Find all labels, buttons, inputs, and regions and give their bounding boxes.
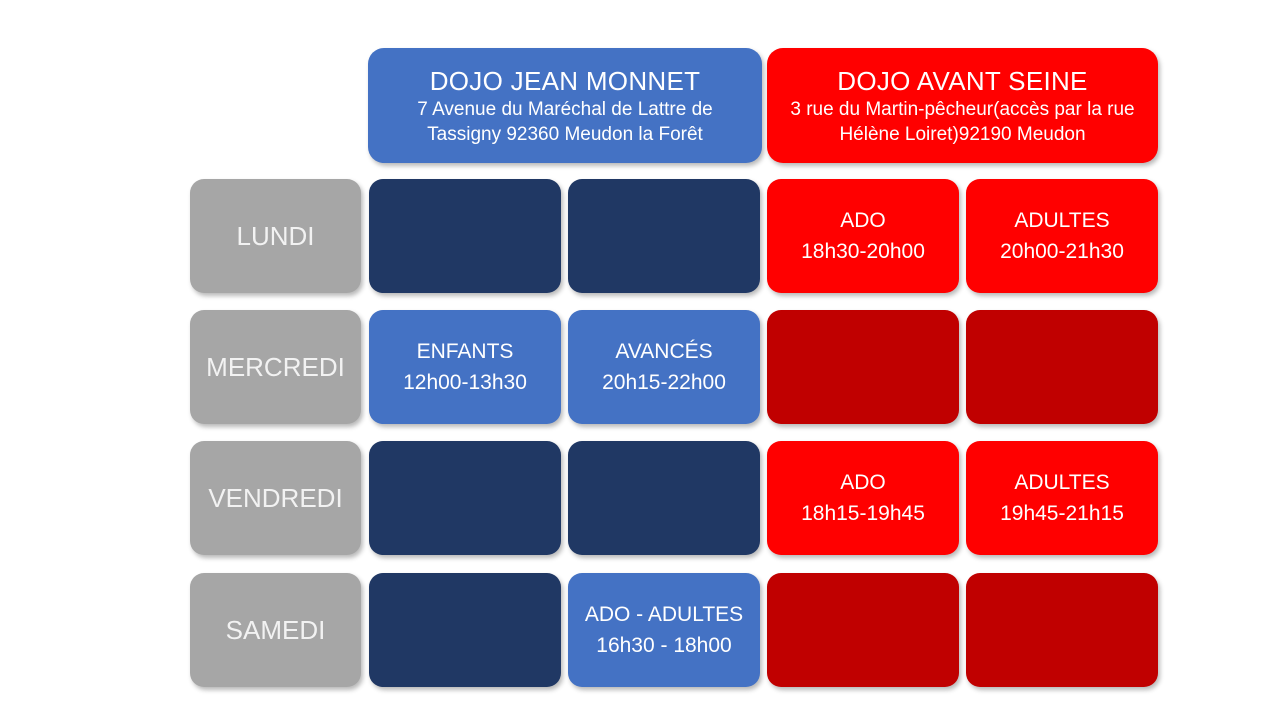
slot-samedi-jean-monnet-2: ADO - ADULTES 16h30 - 18h00 [568, 573, 760, 687]
day-samedi: SAMEDI [190, 573, 361, 687]
dojo-avant-seine-title: DOJO AVANT SEINE [837, 65, 1088, 96]
slot-lundi-jean-monnet-1 [369, 179, 561, 293]
slot-group: ADO - ADULTES [584, 603, 744, 626]
slot-time: 20h15-22h00 [602, 371, 726, 394]
slot-time: 18h30-20h00 [801, 240, 925, 263]
slot-time: 16h30 - 18h00 [596, 634, 732, 657]
day-lundi: LUNDI [190, 179, 361, 293]
slot-lundi-avant-seine-2: ADULTES 20h00-21h30 [966, 179, 1158, 293]
dojo-avant-seine-address: 3 rue du Martin-pêcheur(accès par la rue… [790, 98, 1135, 145]
slot-vendredi-avant-seine-1: ADO 18h15-19h45 [767, 441, 959, 555]
dojo-jean-monnet-title: DOJO JEAN MONNET [429, 65, 701, 96]
slot-mercredi-jean-monnet-1: ENFANTS 12h00-13h30 [369, 310, 561, 424]
slot-vendredi-jean-monnet-2 [568, 441, 760, 555]
slot-mercredi-jean-monnet-2: AVANCÉS 20h15-22h00 [568, 310, 760, 424]
dojo-jean-monnet-address: 7 Avenue du Maréchal de Lattre de Tassig… [417, 98, 713, 145]
slot-samedi-avant-seine-2 [966, 573, 1158, 687]
slot-time: 12h00-13h30 [403, 371, 527, 394]
dojo-avant-seine-header: DOJO AVANT SEINE 3 rue du Martin-pêcheur… [767, 48, 1158, 163]
slot-time: 19h45-21h15 [1000, 502, 1124, 525]
slot-lundi-avant-seine-1: ADO 18h30-20h00 [767, 179, 959, 293]
day-mercredi: MERCREDI [190, 310, 361, 424]
slot-group: AVANCÉS [615, 340, 713, 363]
slot-time: 20h00-21h30 [1000, 240, 1124, 263]
slot-group: ADULTES [1014, 209, 1110, 232]
slot-samedi-jean-monnet-1 [369, 573, 561, 687]
slot-vendredi-avant-seine-2: ADULTES 19h45-21h15 [966, 441, 1158, 555]
dojo-jean-monnet-header: DOJO JEAN MONNET 7 Avenue du Maréchal de… [368, 48, 762, 163]
day-vendredi: VENDREDI [190, 441, 361, 555]
slot-mercredi-avant-seine-1 [767, 310, 959, 424]
slot-group: ADO [840, 209, 886, 232]
slot-time: 18h15-19h45 [801, 502, 925, 525]
slot-samedi-avant-seine-1 [767, 573, 959, 687]
slot-vendredi-jean-monnet-1 [369, 441, 561, 555]
slot-group: ADO [840, 471, 886, 494]
slot-group: ENFANTS [416, 340, 514, 363]
slot-mercredi-avant-seine-2 [966, 310, 1158, 424]
slot-group: ADULTES [1014, 471, 1110, 494]
slot-lundi-jean-monnet-2 [568, 179, 760, 293]
